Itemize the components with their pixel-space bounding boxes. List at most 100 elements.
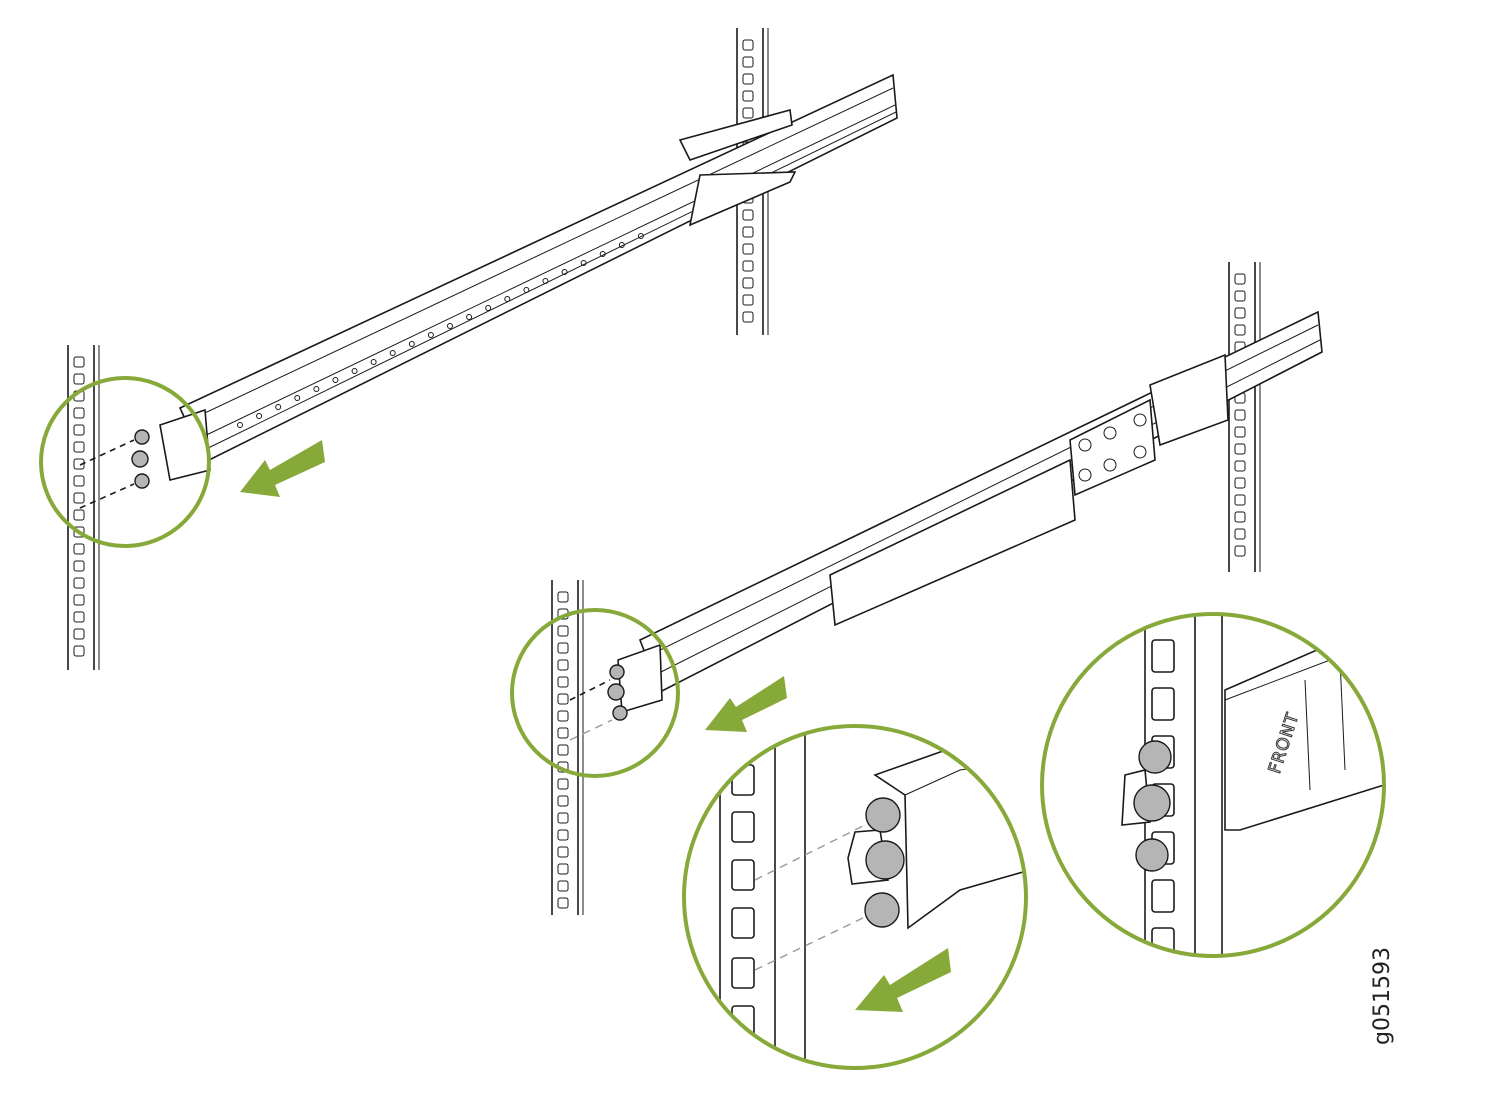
figure-id-label: g051593 — [1370, 947, 1395, 1045]
rack-hole — [1234, 511, 1246, 523]
rack-hole — [557, 863, 569, 875]
rack-hole — [557, 625, 569, 637]
rack-hole — [557, 744, 569, 756]
rack-post-front-upper — [67, 345, 100, 670]
rack-hole — [73, 560, 85, 572]
screw — [1138, 740, 1172, 774]
rack-hole — [557, 659, 569, 671]
rack-hole — [1234, 307, 1246, 319]
rack-hole — [557, 676, 569, 688]
rack-hole — [1234, 545, 1246, 557]
rack-hole — [1234, 324, 1246, 336]
screw — [612, 705, 628, 721]
rack-hole — [557, 642, 569, 654]
zoom-circle-detail-left — [682, 724, 1028, 1070]
rack-post-rear-lower — [1228, 262, 1261, 572]
rack-hole — [557, 778, 569, 790]
rack-hole — [557, 727, 569, 739]
rail-hole — [599, 251, 606, 257]
zoom-circle-upper-rail — [39, 376, 211, 548]
screw — [134, 429, 150, 445]
rail-hole — [466, 314, 473, 320]
rack-hole — [557, 846, 569, 858]
screw — [134, 473, 150, 489]
rail-hole — [370, 359, 377, 365]
rail-hole — [447, 323, 453, 329]
rack-hole — [1234, 494, 1246, 506]
rack-hole — [73, 526, 85, 538]
rack-hole — [557, 829, 569, 841]
rack-hole — [557, 693, 569, 705]
rail-hole — [618, 242, 625, 248]
rack-hole — [1234, 528, 1246, 540]
arrow-down-left-icon — [855, 948, 951, 1012]
rack-hole — [742, 73, 754, 85]
screw — [865, 840, 905, 880]
rack-hole — [73, 424, 85, 436]
rack-hole — [73, 594, 85, 606]
rack-hole — [1234, 290, 1246, 302]
rail-hole — [427, 332, 434, 338]
detail-view-right — [1121, 615, 1383, 955]
zoom-circle-detail-right — [1040, 612, 1386, 958]
rack-hole — [557, 897, 569, 909]
rack-hole — [73, 373, 85, 385]
rack-post-front-lower — [551, 580, 584, 915]
rack-hole — [73, 628, 85, 640]
rack-hole — [1234, 426, 1246, 438]
screw — [865, 797, 901, 833]
rail-hole — [523, 287, 530, 293]
zoom-circle-lower-rail — [510, 608, 680, 778]
rack-hole — [73, 407, 85, 419]
rack-hole — [1234, 409, 1246, 421]
rack-hole — [742, 226, 754, 238]
rail-hole — [637, 233, 644, 239]
screw — [864, 892, 900, 928]
rail-hole — [294, 395, 301, 401]
rack-hole — [742, 311, 754, 323]
rack-hole — [742, 90, 754, 102]
rail-hole — [580, 260, 587, 266]
rack-hole — [557, 812, 569, 824]
rack-hole — [73, 441, 85, 453]
rack-hole — [73, 475, 85, 487]
rack-hole — [742, 209, 754, 221]
screw — [607, 683, 625, 701]
rack-hole — [742, 39, 754, 51]
rail-hole — [313, 386, 320, 392]
rail-hole — [389, 350, 396, 356]
rail-hole — [256, 413, 263, 419]
rack-hole — [1234, 460, 1246, 472]
rack-hole — [1234, 477, 1246, 489]
rack-hole — [73, 611, 85, 623]
arrow-down-left-icon — [705, 676, 787, 732]
rack-hole — [1234, 273, 1246, 285]
rack-hole — [73, 543, 85, 555]
rack-hole — [742, 56, 754, 68]
upper-rail — [79, 73, 898, 509]
rail-holes — [237, 233, 644, 428]
rack-hole — [73, 509, 85, 521]
rack-hole — [742, 260, 754, 272]
rack-hole — [742, 243, 754, 255]
rack-hole — [557, 880, 569, 892]
screw — [131, 450, 149, 468]
rack-hole — [73, 577, 85, 589]
detail-view-left — [719, 727, 1025, 1067]
rack-hole — [557, 795, 569, 807]
rail-hole — [561, 269, 568, 275]
lower-rail — [569, 310, 1323, 741]
rack-hole — [557, 710, 569, 722]
rail-hole — [542, 278, 549, 284]
rail-hole — [408, 341, 415, 347]
rack-hole — [742, 277, 754, 289]
rail-hole — [275, 404, 282, 410]
screw — [609, 664, 625, 680]
rack-hole — [73, 645, 85, 657]
rack-hole — [73, 492, 85, 504]
rail-hole — [485, 305, 492, 311]
rack-hole — [742, 107, 754, 119]
rack-hole — [742, 294, 754, 306]
